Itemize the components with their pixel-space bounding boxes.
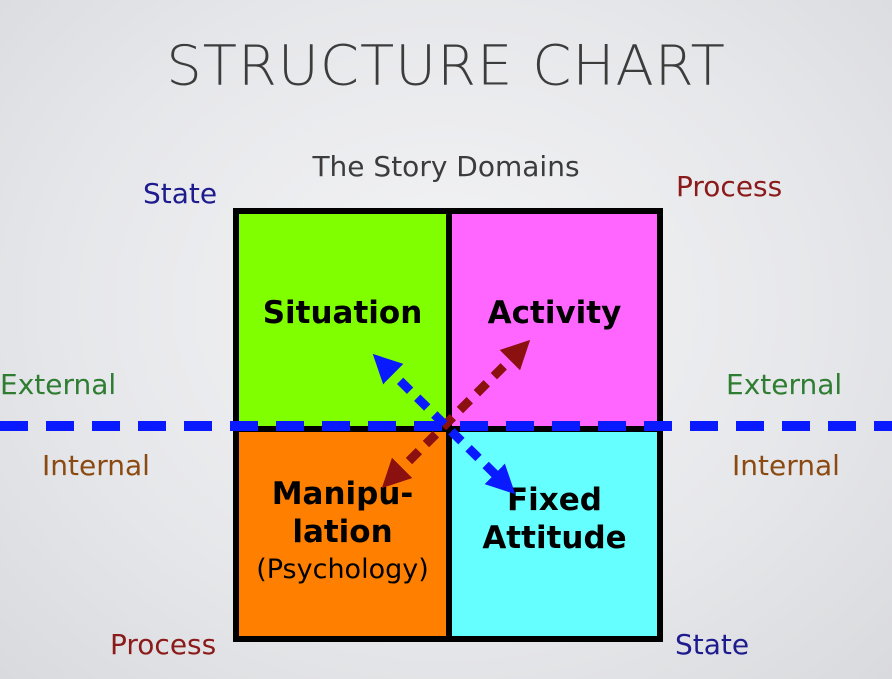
external-label-right: External xyxy=(726,368,843,401)
internal-label-left: Internal xyxy=(42,449,150,482)
quadrant-label-situation: Situation xyxy=(262,295,423,331)
quadrant-label-manipulation-line2: lation xyxy=(292,514,393,550)
quadrant-sub-psychology: (Psychology) xyxy=(256,554,429,585)
quadrant-label-fixed-attitude-line2: Attitude xyxy=(482,520,627,556)
quadrant-label-activity: Activity xyxy=(487,295,622,331)
corner-process-top-right: Process xyxy=(676,170,783,203)
domains-grid: Situation Activity Manipu- lation (Psych… xyxy=(233,208,663,642)
internal-label-right: Internal xyxy=(732,449,840,482)
corner-state-top-left: State xyxy=(143,177,218,210)
state-diagonal-arrow xyxy=(372,353,516,495)
subtitle: The Story Domains xyxy=(312,150,580,183)
page-title: STRUCTURE CHART xyxy=(166,34,726,99)
corner-state-bottom-right: State xyxy=(675,628,750,661)
process-diagonal-arrow xyxy=(381,339,531,489)
corner-process-bottom-left: Process xyxy=(110,628,217,661)
external-label-left: External xyxy=(0,368,117,401)
